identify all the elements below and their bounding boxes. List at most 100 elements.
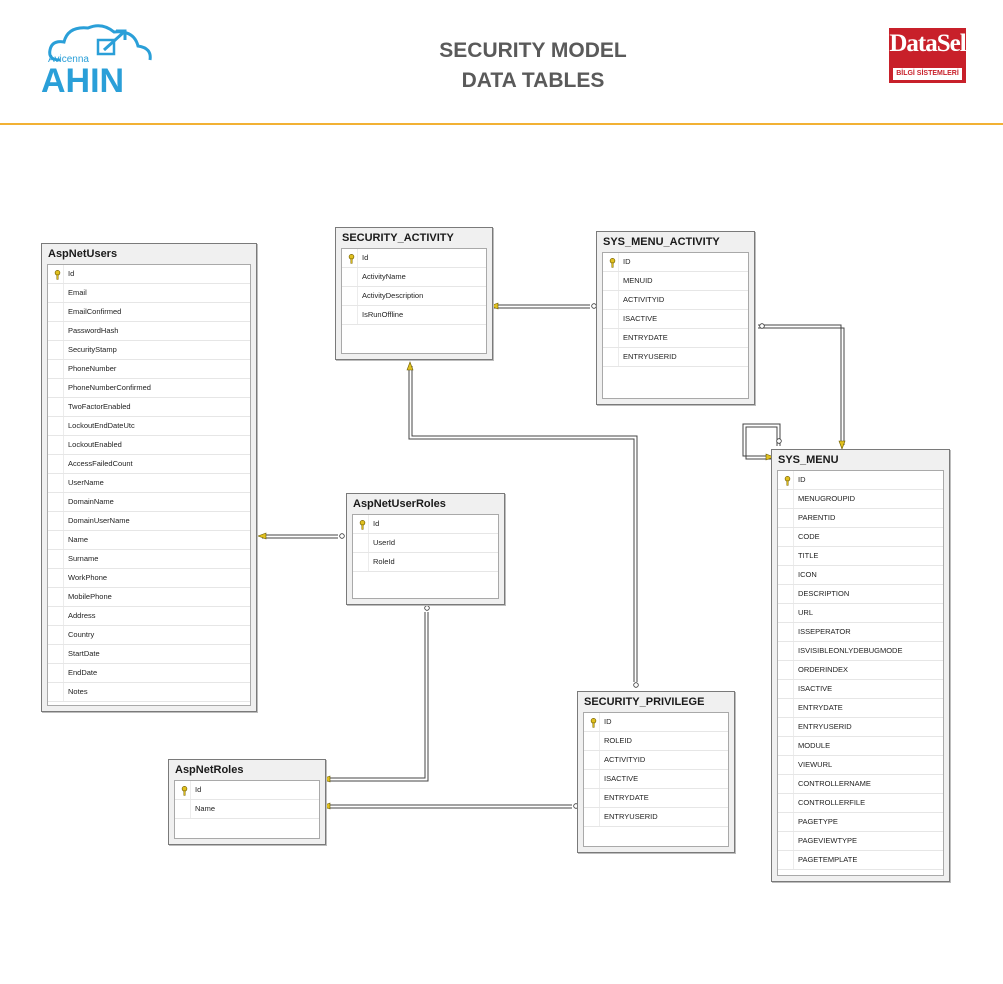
column-row[interactable]: DomainUserName <box>48 512 250 531</box>
column-row[interactable]: TITLE <box>778 547 943 566</box>
column-row[interactable]: ActivityName <box>342 268 486 287</box>
column-row[interactable]: AccessFailedCount <box>48 455 250 474</box>
column-row[interactable]: PhoneNumberConfirmed <box>48 379 250 398</box>
column-row[interactable]: Id <box>342 249 486 268</box>
column-row[interactable]: UserName <box>48 474 250 493</box>
column-row[interactable]: CODE <box>778 528 943 547</box>
column-row[interactable]: ISACTIVE <box>778 680 943 699</box>
column-name: ENTRYUSERID <box>604 812 658 821</box>
column-row[interactable]: Surname <box>48 550 250 569</box>
column-row[interactable]: StartDate <box>48 645 250 664</box>
column-row[interactable]: ID <box>584 713 728 732</box>
column-row[interactable]: ISSEPERATOR <box>778 623 943 642</box>
column-row[interactable]: ISACTIVE <box>584 770 728 789</box>
column-row[interactable]: Email <box>48 284 250 303</box>
column-row[interactable]: Address <box>48 607 250 626</box>
column-row[interactable]: ENTRYUSERID <box>584 808 728 827</box>
column-row[interactable]: ID <box>603 253 748 272</box>
column-row[interactable]: ENTRYDATE <box>603 329 748 348</box>
column-row[interactable]: ICON <box>778 566 943 585</box>
column-name: ISACTIVE <box>604 774 639 783</box>
column-row[interactable]: LockoutEndDateUtc <box>48 417 250 436</box>
column-row[interactable]: IsRunOffline <box>342 306 486 325</box>
row-gutter <box>63 512 64 530</box>
row-gutter <box>618 329 619 347</box>
column-row[interactable]: MobilePhone <box>48 588 250 607</box>
column-name: TwoFactorEnabled <box>68 402 131 411</box>
one-end-marker <box>321 775 331 783</box>
column-row[interactable]: ROLEID <box>584 732 728 751</box>
column-row[interactable]: EndDate <box>48 664 250 683</box>
column-name: Address <box>68 611 96 620</box>
row-gutter <box>599 732 600 750</box>
column-row[interactable]: ActivityDescription <box>342 287 486 306</box>
column-name: UserName <box>68 478 104 487</box>
column-row[interactable]: VIEWURL <box>778 756 943 775</box>
row-gutter <box>793 737 794 755</box>
row-gutter <box>63 569 64 587</box>
column-row[interactable]: EmailConfirmed <box>48 303 250 322</box>
column-row[interactable]: ISACTIVE <box>603 310 748 329</box>
column-row[interactable]: SecurityStamp <box>48 341 250 360</box>
column-row[interactable]: DESCRIPTION <box>778 585 943 604</box>
column-row[interactable]: ENTRYUSERID <box>778 718 943 737</box>
row-gutter <box>63 626 64 644</box>
column-row[interactable]: Id <box>48 265 250 284</box>
column-name: ID <box>798 475 806 484</box>
column-row[interactable]: MODULE <box>778 737 943 756</box>
column-row[interactable]: PAGETEMPLATE <box>778 851 943 870</box>
row-gutter <box>63 417 64 435</box>
rel-activity-menuactivity <box>494 304 590 309</box>
column-row[interactable]: MENUID <box>603 272 748 291</box>
column-row[interactable]: ENTRYDATE <box>778 699 943 718</box>
row-gutter <box>357 306 358 324</box>
column-row[interactable]: LockoutEnabled <box>48 436 250 455</box>
column-row[interactable]: ENTRYUSERID <box>603 348 748 367</box>
column-row[interactable]: PAGEVIEWTYPE <box>778 832 943 851</box>
column-row[interactable]: URL <box>778 604 943 623</box>
column-row[interactable]: PARENTID <box>778 509 943 528</box>
column-row[interactable]: PhoneNumber <box>48 360 250 379</box>
primary-key-icon <box>359 519 366 530</box>
row-gutter <box>793 471 794 489</box>
column-name: PhoneNumberConfirmed <box>68 383 151 392</box>
row-gutter <box>793 604 794 622</box>
column-row[interactable]: ISVISIBLEONLYDEBUGMODE <box>778 642 943 661</box>
column-row[interactable]: ACTIVITYID <box>584 751 728 770</box>
column-row[interactable]: ACTIVITYID <box>603 291 748 310</box>
column-row[interactable]: UserId <box>353 534 498 553</box>
column-name: MENUID <box>623 276 653 285</box>
column-row[interactable]: Name <box>48 531 250 550</box>
column-row[interactable]: RoleId <box>353 553 498 572</box>
column-name: PAGETEMPLATE <box>798 855 858 864</box>
column-row[interactable]: CONTROLLERFILE <box>778 794 943 813</box>
column-row[interactable]: ORDERINDEX <box>778 661 943 680</box>
column-row[interactable]: TwoFactorEnabled <box>48 398 250 417</box>
column-row[interactable]: CONTROLLERNAME <box>778 775 943 794</box>
column-row[interactable]: PAGETYPE <box>778 813 943 832</box>
column-row[interactable]: Name <box>175 800 319 819</box>
column-row[interactable]: WorkPhone <box>48 569 250 588</box>
column-name: ENTRYUSERID <box>798 722 852 731</box>
column-name: URL <box>798 608 814 617</box>
column-row[interactable]: Id <box>175 781 319 800</box>
column-row[interactable]: ID <box>778 471 943 490</box>
column-row[interactable]: DomainName <box>48 493 250 512</box>
column-name: PARENTID <box>798 513 836 522</box>
row-gutter <box>63 550 64 568</box>
column-row[interactable]: ENTRYDATE <box>584 789 728 808</box>
column-row[interactable]: PasswordHash <box>48 322 250 341</box>
column-row[interactable]: Notes <box>48 683 250 702</box>
column-row[interactable]: MENUGROUPID <box>778 490 943 509</box>
column-row[interactable]: Id <box>353 515 498 534</box>
column-row[interactable]: Country <box>48 626 250 645</box>
